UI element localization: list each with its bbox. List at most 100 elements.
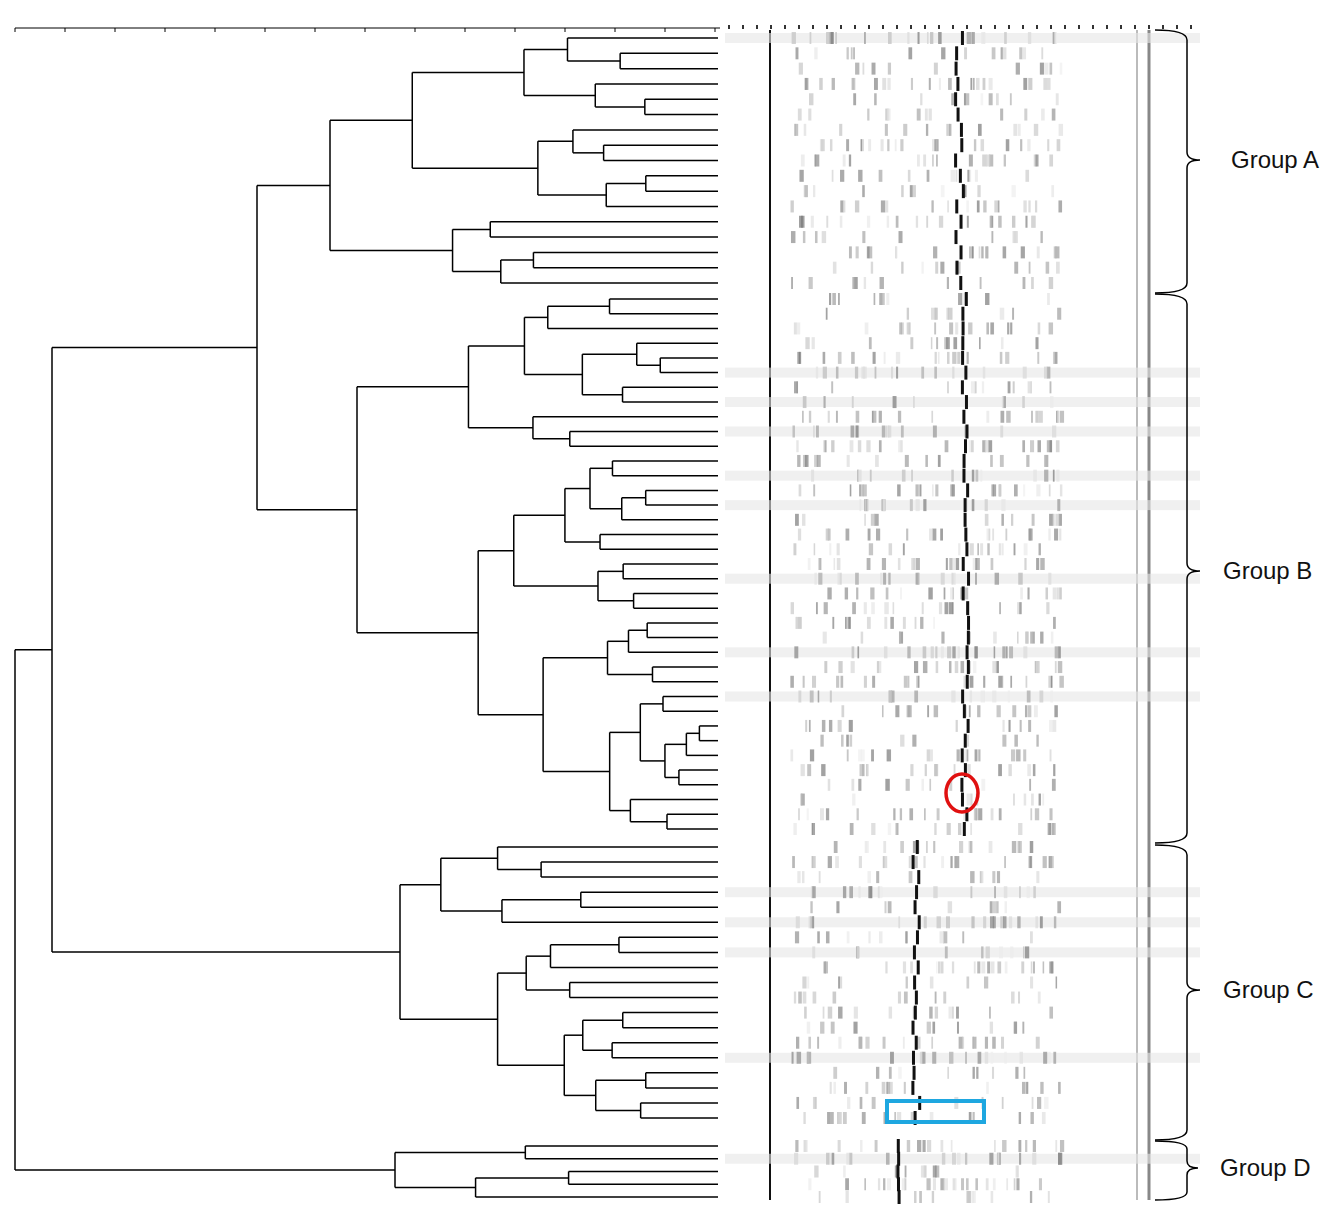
gel-band: [972, 1191, 974, 1203]
gel-band: [955, 322, 958, 334]
gel-band: [1049, 808, 1052, 820]
gel-band: [999, 808, 1002, 820]
gel-band: [964, 498, 967, 512]
gel-band: [897, 1177, 900, 1191]
gel-band: [1023, 646, 1027, 658]
gel-band: [816, 426, 819, 438]
gel-band: [867, 871, 871, 883]
gel-band: [970, 676, 974, 688]
gel-band: [887, 749, 891, 761]
gel-band: [985, 440, 989, 452]
gel-band: [985, 293, 989, 305]
gel-band: [812, 676, 816, 688]
gel-band: [827, 32, 829, 44]
gel-band: [904, 676, 908, 688]
gel-band: [813, 484, 815, 496]
gel-band: [876, 529, 880, 541]
gel-band: [1006, 411, 1010, 423]
gel-band: [959, 841, 963, 853]
gel-band: [1004, 1052, 1006, 1064]
gel-band: [992, 1037, 996, 1049]
gel-band: [804, 124, 807, 136]
tree-line: [608, 641, 629, 643]
gel-band: [810, 691, 814, 703]
gel-band: [1005, 901, 1007, 913]
gel-band: [1037, 440, 1040, 452]
gel-band: [947, 200, 949, 212]
tree-line: [610, 732, 641, 734]
gel-band: [851, 426, 855, 438]
gel-band: [1056, 411, 1058, 423]
gel-band: [992, 529, 994, 541]
gel-band: [946, 558, 948, 570]
tree-line: [525, 1145, 718, 1147]
gel-band: [796, 1097, 799, 1109]
lane-tick: [1064, 25, 1066, 29]
gel-band: [1026, 676, 1028, 688]
gel-band: [978, 808, 982, 820]
gel-band: [1008, 764, 1011, 776]
gel-band: [1033, 1140, 1036, 1152]
gel-band: [935, 308, 938, 320]
gel-band: [1030, 931, 1033, 943]
gel-band: [952, 352, 956, 364]
tree-line: [524, 95, 595, 97]
gel-band: [798, 808, 800, 820]
gel-band: [990, 322, 994, 334]
gel-band: [1014, 484, 1018, 496]
gel-band: [889, 543, 892, 555]
gel-band: [1019, 602, 1021, 614]
gel-band: [971, 381, 975, 393]
gel-band: [829, 720, 832, 732]
gel-band: [952, 1007, 954, 1019]
gel-band: [1038, 322, 1041, 334]
gel-band: [917, 1140, 921, 1152]
gel-band: [889, 691, 892, 703]
gel-band: [814, 1166, 818, 1178]
scale-bar: [15, 28, 720, 32]
gel-band: [973, 1067, 975, 1079]
gel-band: [951, 1140, 953, 1152]
scale-tick: [515, 28, 516, 32]
tree-line: [665, 777, 679, 779]
gel-band: [1004, 32, 1007, 44]
gel-band: [864, 32, 866, 44]
gel-band: [975, 749, 978, 761]
gel-band: [877, 661, 879, 673]
gel-band: [910, 337, 913, 349]
gel-band: [839, 124, 842, 136]
gel-band: [935, 262, 938, 274]
gel-band: [966, 483, 969, 497]
tree-line: [622, 519, 718, 521]
gel-band: [990, 901, 993, 913]
gel-band: [823, 440, 827, 452]
gel-band: [1048, 1191, 1050, 1203]
gel-band: [849, 246, 852, 258]
gel-band: [967, 616, 970, 630]
gel-band: [852, 277, 854, 289]
gel-band: [866, 764, 868, 776]
tree-line: [541, 876, 718, 878]
gel-band: [977, 200, 980, 212]
gel-band: [961, 661, 965, 673]
gel-band: [934, 308, 937, 320]
gel-band: [810, 32, 812, 44]
gel-band: [926, 216, 928, 228]
gel-band: [932, 155, 934, 167]
gel-band: [939, 602, 942, 614]
gel-band: [905, 1166, 907, 1178]
gel-band: [1051, 676, 1053, 688]
gel-band: [903, 617, 906, 629]
gel-band: [1041, 109, 1045, 121]
gel-band: [814, 543, 816, 555]
gel-band: [857, 808, 859, 820]
tree-line: [478, 550, 514, 552]
gel-band: [1003, 47, 1007, 59]
gel-band: [813, 185, 815, 197]
gel-band: [953, 558, 956, 570]
gel-band: [879, 411, 882, 423]
tree-line: [646, 190, 718, 192]
gel-band: [1037, 1097, 1041, 1109]
gel-band: [818, 573, 822, 585]
gel-band: [959, 169, 962, 183]
